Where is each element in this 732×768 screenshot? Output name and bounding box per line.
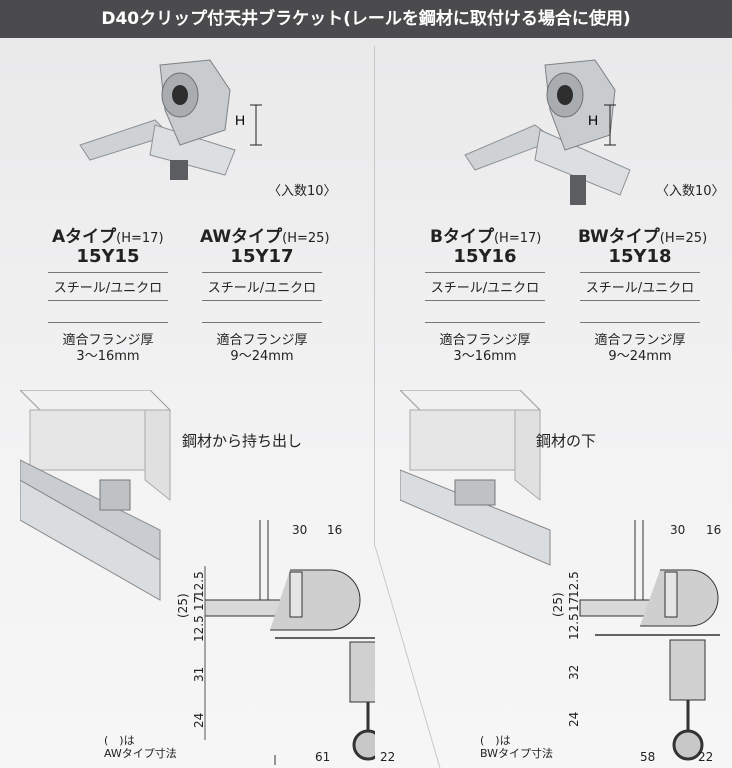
dim-right-v5: 24 [567, 711, 581, 727]
dim-right-top1: 30 [670, 523, 686, 537]
dim-left-top1: 30 [292, 523, 308, 537]
product-code-a: 15Y15 [76, 246, 140, 267]
h-label-left: H [235, 112, 245, 128]
product-code-bw: 15Y18 [608, 246, 672, 267]
material-bw: スチール/ユニクロ [580, 272, 700, 301]
material-a: スチール/ユニクロ [48, 272, 168, 301]
dim-left-v2: 17 [192, 595, 206, 611]
dim-left-bottom1: 61 [315, 750, 331, 764]
installation-photo-right [400, 390, 551, 566]
dim-left-paren: (25) [176, 593, 190, 618]
dim-right-top2: 16 [706, 523, 722, 537]
product-type-aw: AWタイプ(H=25) [200, 227, 330, 247]
caption-right: 鋼材の下 [536, 432, 597, 450]
dim-left-v3: 12.5 [192, 615, 206, 642]
dim-right-v4: 32 [567, 664, 581, 680]
product-type-a: Aタイプ(H=17) [52, 227, 164, 247]
dim-right-v1: 12.5 [567, 571, 581, 598]
caption-left: 鋼材から持ち出し [182, 432, 303, 450]
dimension-drawing-left [204, 520, 375, 765]
product-code-b: 15Y16 [453, 246, 517, 267]
quantity-right: 〈入数10〉 [656, 184, 725, 199]
dim-right-bottom1: 58 [640, 750, 656, 764]
bracket-photo-left: H [79, 59, 262, 180]
dim-left-v4: 31 [192, 666, 206, 682]
section-divider [374, 46, 375, 546]
dimension-drawing-right [579, 520, 720, 761]
bracket-photo-right: H [464, 59, 631, 205]
quantity-left: 〈入数10〉 [268, 184, 337, 199]
page-title: D40クリップ付天井ブラケット(レールを鋼材に取付ける場合に使用) [0, 0, 732, 38]
dim-right-paren: (25) [551, 592, 565, 617]
dim-right-bottom2: 22 [698, 750, 714, 764]
dim-left-v5: 24 [192, 712, 206, 728]
dim-left-v1: 12.5 [192, 571, 206, 598]
dim-left-top2: 16 [327, 523, 343, 537]
dim-right-v3: 12.5 [567, 613, 581, 640]
dim-left-bottom2: 22 [380, 750, 396, 764]
h-label-right: H [588, 112, 598, 128]
product-code-aw: 15Y17 [230, 246, 294, 267]
dim-right-v2: 17 [567, 596, 581, 612]
material-b: スチール/ユニクロ [425, 272, 545, 301]
product-type-bw: BWタイプ(H=25) [578, 227, 708, 247]
product-type-b: Bタイプ(H=17) [430, 227, 542, 247]
material-aw: スチール/ユニクロ [202, 272, 322, 301]
installation-photo-left [20, 390, 172, 601]
